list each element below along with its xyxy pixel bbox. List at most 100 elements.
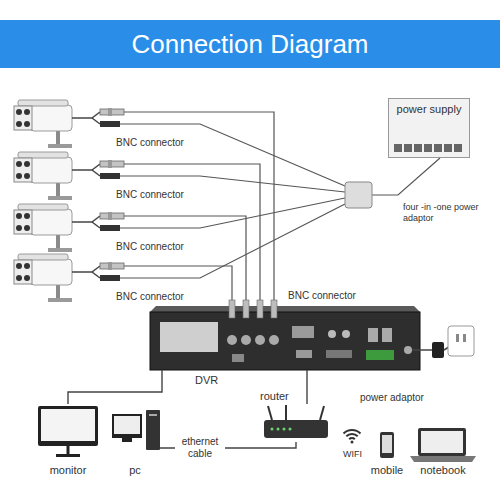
callout-label: BNC connector	[116, 291, 184, 303]
wall-power-adaptor-part	[463, 334, 466, 342]
dvr-unit-part	[269, 335, 279, 345]
cable-connector	[68, 370, 162, 404]
dvr-unit-part	[404, 346, 412, 354]
power-supply-unit-part	[424, 144, 432, 152]
pc-icon-part	[122, 438, 132, 442]
router-icon-part	[277, 428, 280, 431]
router-icon-part	[283, 428, 286, 431]
router-icon-part	[285, 405, 287, 420]
cameras-part	[14, 204, 124, 252]
notebook-icon-part	[421, 431, 463, 453]
power-supply-unit	[388, 98, 470, 158]
header-band	[0, 20, 500, 68]
router-icon-part	[320, 406, 324, 420]
power-splitter	[345, 182, 372, 208]
router-icon-part	[268, 406, 272, 420]
wifi-symbol-part	[351, 441, 354, 444]
power-supply-unit-part	[394, 144, 402, 152]
wall-power-adaptor-part	[412, 349, 432, 351]
router-node: router	[262, 404, 330, 442]
power-supply-unit-part	[444, 144, 452, 152]
dvr-unit-part	[229, 300, 235, 318]
dvr-unit-part	[150, 312, 420, 370]
dvr-unit-part	[342, 330, 350, 338]
power-supply-unit-part	[454, 144, 462, 152]
node-label: notebook	[420, 464, 465, 477]
power-supply-unit-part	[404, 144, 412, 152]
power-splitter-part	[345, 182, 372, 208]
monitor-icon-part	[56, 454, 80, 457]
dvr-unit-part	[368, 328, 378, 342]
node-label: router	[260, 390, 289, 403]
dvr-unit-part	[257, 300, 263, 318]
dvr-unit-part	[241, 335, 251, 345]
power-wires-part	[120, 198, 345, 228]
monitor-node: monitor	[36, 404, 100, 462]
pc-icon-part	[112, 414, 142, 438]
node-label: mobile	[371, 464, 403, 477]
power-supply-unit-part	[388, 98, 470, 158]
node-label: DVR	[195, 374, 218, 387]
wifi-symbol-part	[349, 438, 355, 439]
callout-label: WIFI	[343, 449, 362, 460]
callout-label: BNC connector	[288, 290, 356, 302]
mobile-node: mobile	[376, 430, 398, 462]
dvr-box: DVR	[150, 312, 420, 370]
dvr-unit-part	[328, 330, 336, 338]
dvr-unit-part	[227, 335, 237, 345]
router-icon	[264, 405, 328, 438]
dvr-unit	[150, 300, 420, 370]
node-label: power supply	[389, 103, 469, 116]
dvr-unit-part	[382, 328, 392, 342]
pc-icon	[112, 410, 160, 450]
notebook-icon-part	[410, 456, 476, 462]
callout-label: BNC connector	[116, 241, 184, 253]
dvr-unit-part	[160, 322, 218, 352]
cameras	[14, 100, 124, 302]
callout-label: four -in -one power adaptor	[403, 202, 483, 224]
header-band-part	[0, 20, 500, 68]
node-label: pc	[129, 464, 141, 477]
node-label: monitor	[50, 464, 87, 477]
power-supply-unit-part	[414, 144, 422, 152]
video-wires-part	[124, 164, 260, 300]
callout-label: power adaptor	[360, 392, 424, 404]
monitor-icon-part	[38, 406, 98, 446]
pc-icon-part	[114, 416, 140, 434]
router-icon-part	[289, 428, 292, 431]
dvr-unit-part	[150, 306, 420, 312]
dvr-unit-part	[243, 300, 249, 318]
power-wires-part	[372, 158, 440, 195]
cameras-part	[14, 152, 124, 200]
dvr-unit-part	[232, 354, 244, 362]
dvr-unit-part	[255, 335, 265, 345]
mobile-icon	[380, 432, 394, 458]
power-supply-box: power supply	[388, 98, 470, 158]
cameras-part	[14, 100, 124, 148]
wall-power-adaptor-part	[456, 334, 459, 342]
dvr-unit-part	[366, 350, 394, 360]
router-icon-part	[264, 420, 328, 438]
monitor-icon	[38, 406, 98, 457]
dvr-unit-part	[326, 350, 352, 358]
dvr-unit-part	[292, 326, 314, 338]
dvr-unit-part	[296, 350, 312, 358]
diagram-title: Connection Diagram	[0, 28, 500, 60]
notebook-icon	[410, 428, 476, 462]
pc-icon-part	[149, 414, 157, 416]
dvr-unit-part	[271, 300, 277, 318]
power-wires-part	[120, 124, 345, 186]
wall-power-adaptor-part	[432, 342, 444, 358]
cable-connector	[306, 370, 307, 404]
wifi-symbol-part	[346, 434, 357, 436]
monitor-icon-part	[67, 446, 70, 454]
notebook-icon-part	[418, 428, 466, 456]
monitor-icon-part	[41, 409, 95, 441]
cameras-part	[14, 254, 124, 302]
wall-power-adaptor	[412, 326, 474, 358]
wifi-symbol	[344, 430, 361, 444]
pc-node: pc	[110, 410, 160, 462]
